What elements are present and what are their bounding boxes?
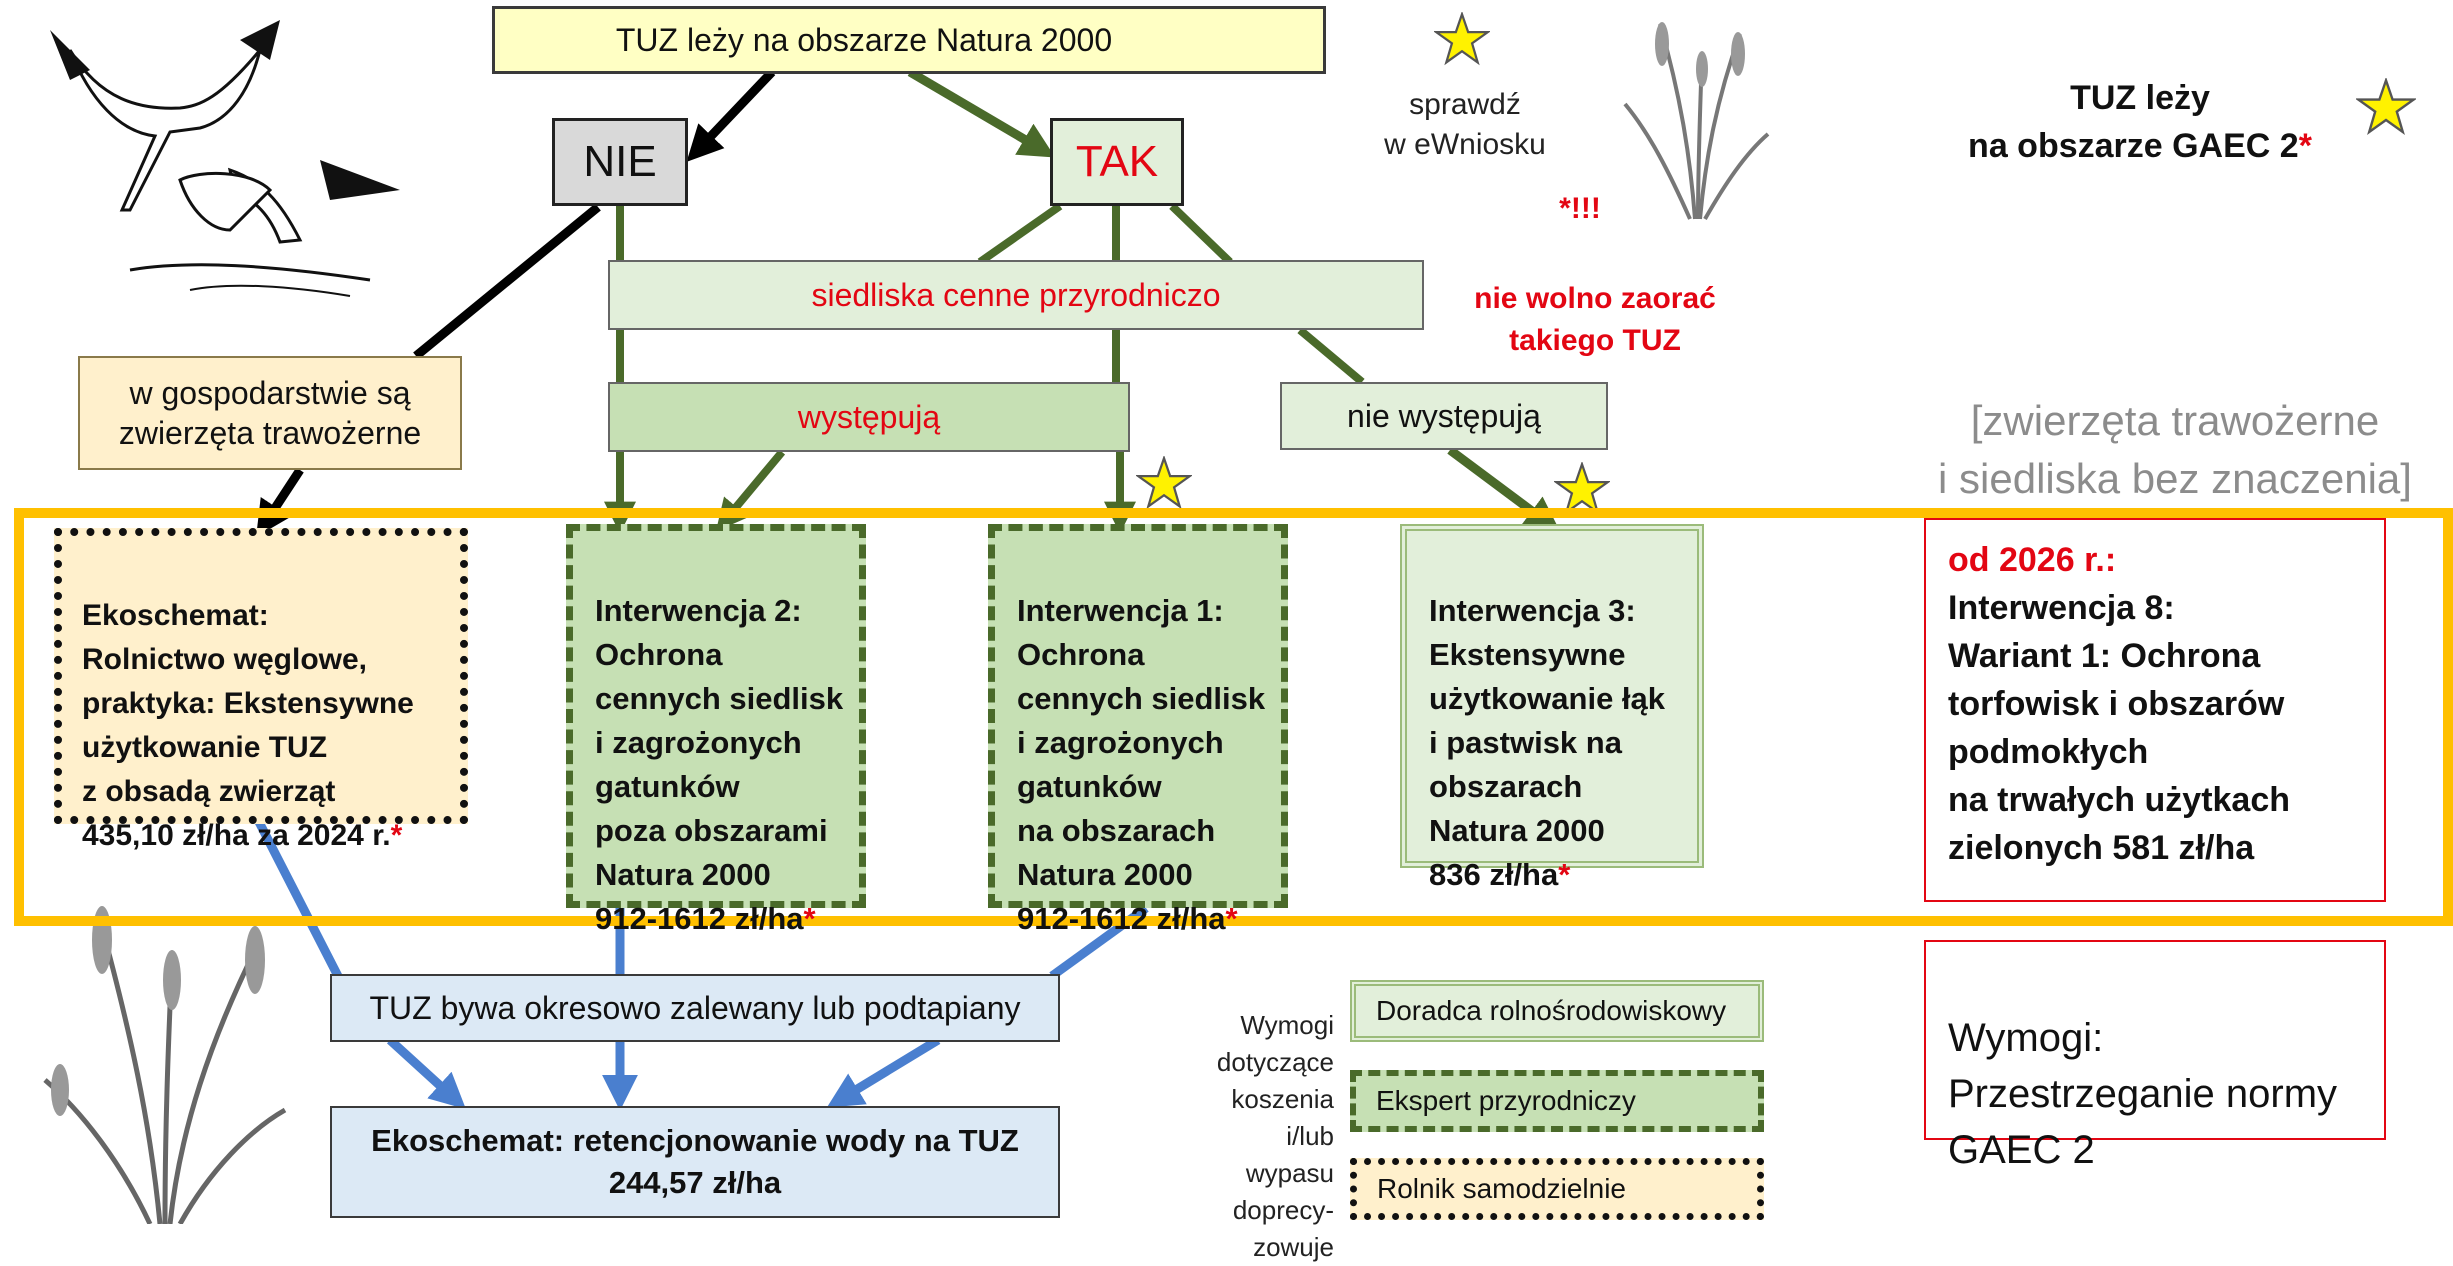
arrow-top-to-tak	[907, 68, 1056, 158]
no-plough-note: nie wolno zaorać takiego TUZ	[1474, 282, 1716, 357]
legend-expert: Ekspert przyrodniczy	[1350, 1070, 1764, 1132]
cranes-illustration	[50, 20, 400, 297]
flooded-label: TUZ bywa okresowo zalewany lub podtapian…	[369, 990, 1021, 1026]
nie-node: NIE	[552, 118, 688, 206]
grass-illustration-bottom	[43, 906, 287, 1224]
gaec2-requirements-box: Wymogi: Przestrzeganie normy GAEC 2	[1924, 940, 2386, 1172]
arrow-nie-to-animals	[413, 203, 601, 360]
habitats-node: siedliska cenne przyrodniczo	[608, 260, 1424, 330]
intervention-2-card: Interwencja 2: Ochrona cennych siedlisk …	[566, 524, 866, 936]
line-tak-to-habitats-1	[977, 202, 1063, 266]
legend-advisor: Doradca rolnośrodowiskowy	[1350, 980, 1764, 1042]
star-icon	[1554, 462, 1610, 516]
arrow-right-to-retention	[826, 1036, 941, 1108]
natura-2000-node-label: TUZ leży na obszarze Natura 2000	[615, 22, 1113, 58]
occur-label: występują	[797, 399, 941, 435]
intervention-2-text: Interwencja 2: Ochrona cennych siedlisk …	[595, 593, 844, 936]
from-2026-label: od 2026 r.:	[1948, 541, 2117, 579]
legend-caption: Wymogi dotyczące koszenia i/lub wypasu d…	[1216, 1010, 1334, 1262]
ecoscheme-carbon-text: Ekoschemat: Rolnictwo węglowe, praktyka:…	[82, 599, 414, 852]
tak-label: TAK	[1075, 137, 1159, 186]
grass-illustration-top	[1623, 22, 1770, 220]
habitats-label: siedliska cenne przyrodniczo	[811, 277, 1221, 313]
intervention-3-text: Interwencja 3: Ekstensywne użytkowanie ł…	[1429, 593, 1666, 892]
flooded-node: TUZ bywa okresowo zalewany lub podtapian…	[330, 974, 1060, 1042]
not-occur-node: nie występują	[1280, 382, 1608, 450]
arrow-top-to-nie	[686, 68, 776, 162]
intervention-8-card: od 2026 r.: Interwencja 8: Wariant 1: Oc…	[1924, 518, 2386, 902]
occur-node: występują	[608, 382, 1130, 452]
legend-farmer: Rolnik samodzielnie	[1350, 1158, 1764, 1220]
line-ecoscheme-to-flooded	[253, 817, 345, 983]
check-note-text: sprawdź w eWniosku	[1384, 88, 1546, 161]
line-habitats-to-notoccur	[1297, 326, 1365, 386]
no-plough-mark: *!!!	[1559, 192, 1601, 225]
ecoscheme-carbon-card: Ekoschemat: Rolnictwo węglowe, praktyka:…	[54, 528, 468, 852]
grazing-animals-node: w gospodarstwie są zwierzęta trawożerne	[78, 356, 462, 470]
arrow-animals-to-ecoscheme	[256, 467, 304, 538]
gaec-asterisk: *	[2298, 127, 2312, 165]
animals-label: w gospodarstwie są zwierzęta trawożerne	[118, 375, 422, 451]
check-ewniosek-note: sprawdź w eWniosku	[1360, 80, 1570, 170]
intervention-3-card: Interwencja 3: Ekstensywne użytkowanie ł…	[1400, 524, 1704, 892]
intervention-1-card: Interwencja 1: Ochrona cennych siedlisk …	[988, 524, 1288, 936]
gaec-title-text: TUZ leży na obszarze GAEC 2	[1968, 79, 2299, 165]
retention-label: Ekoschemat: retencjonowanie wody na TUZ …	[371, 1123, 1019, 1200]
star-icon	[2356, 78, 2416, 135]
nie-label: NIE	[583, 137, 657, 186]
tak-node: TAK	[1050, 118, 1184, 206]
intervention-1-text: Interwencja 1: Ochrona cennych siedlisk …	[1017, 593, 1266, 936]
irrelevant-note: [zwierzęta trawożerne i siedliska bez zn…	[1938, 397, 2412, 502]
gaec-title: TUZ leży na obszarze GAEC 2*	[1900, 26, 2380, 165]
retention-ecoscheme-node: Ekoschemat: retencjonowanie wody na TUZ …	[330, 1106, 1060, 1218]
arrow-left-to-retention	[386, 1036, 466, 1110]
star-icon	[1136, 456, 1192, 510]
natura-2000-node: TUZ leży na obszarze Natura 2000	[492, 6, 1326, 74]
line-tak-to-habitats-3	[1169, 203, 1233, 265]
star-icon	[1434, 12, 1490, 66]
eligible-schemes-frame	[14, 508, 2453, 926]
intervention-8-text: Interwencja 8: Wariant 1: Ochrona torfow…	[1948, 589, 2291, 867]
not-occur-label: nie występują	[1347, 398, 1541, 434]
